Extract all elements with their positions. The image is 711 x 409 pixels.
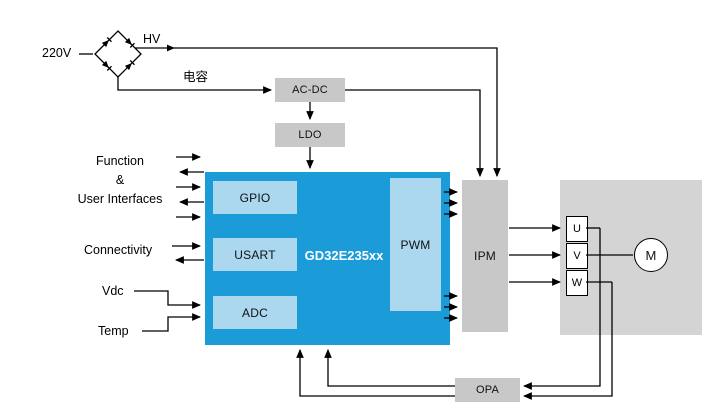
temp-label: Temp (98, 324, 129, 338)
ldo-block: LDO (275, 123, 345, 147)
acdc-block: AC-DC (275, 78, 345, 102)
phase-v-box: V (566, 243, 588, 269)
vdc-label: Vdc (102, 284, 124, 298)
connectivity-arrows (172, 242, 204, 264)
pwm-block: PWM (390, 178, 441, 311)
function-label-line: & (115, 173, 125, 187)
function-label-line: User Interfaces (77, 192, 163, 206)
adc-block: ADC (213, 296, 297, 329)
gpio-block: GPIO (213, 181, 297, 214)
opa-block: OPA (455, 378, 520, 402)
phase-u-box: U (566, 216, 588, 242)
connectivity-label: Connectivity (84, 243, 153, 257)
mains-voltage-label: 220V (42, 46, 72, 60)
capacitor-label: 电容 (183, 70, 209, 84)
mcu-label: GD32E235xx (304, 248, 384, 263)
motor-symbol: M (634, 238, 668, 272)
bridge-rectifier-icon (94, 30, 142, 78)
hv-arrowhead (167, 44, 175, 52)
function-label-line: Function (96, 154, 144, 168)
function-label: Function & User Interfaces (55, 152, 185, 209)
vdc-temp-lines (134, 290, 202, 332)
ipm-block: IPM (462, 180, 508, 332)
acdc-to-ipm-line (345, 89, 484, 178)
hv-label: HV (143, 32, 161, 46)
ipm-to-phase-arrows (509, 224, 562, 286)
usart-block: USART (213, 238, 297, 271)
opa-feedback-lines (296, 348, 455, 397)
phase-w-box: W (566, 270, 588, 296)
